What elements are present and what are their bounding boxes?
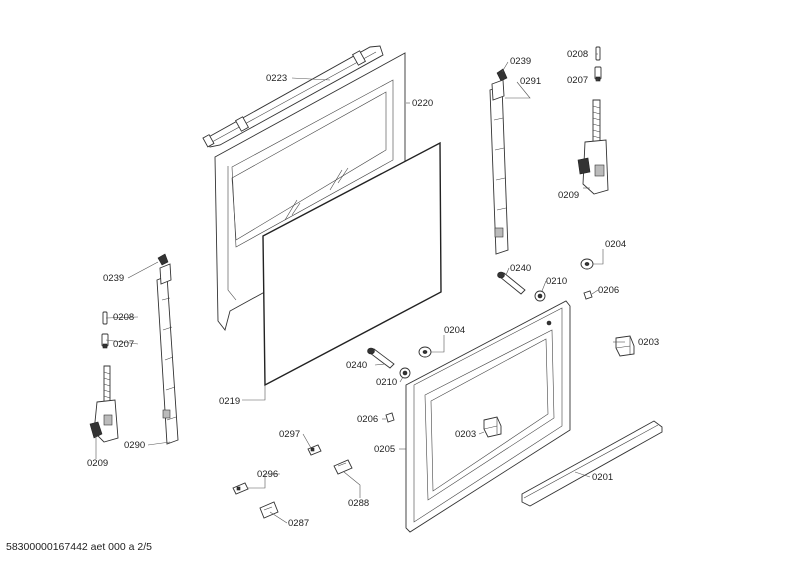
- label-0204-mid: 0204: [444, 325, 465, 336]
- part-0201-bottom-strip[interactable]: [521, 420, 663, 507]
- label-0208-right: 0208: [567, 49, 588, 60]
- part-0296-clip[interactable]: [232, 482, 249, 495]
- part-0206-screw-right[interactable]: [583, 290, 593, 300]
- part-0239-clip-left[interactable]: [157, 253, 169, 266]
- label-0203-mid: 0203: [455, 429, 476, 440]
- part-0291-hinge-rail-right[interactable]: [489, 79, 509, 255]
- label-0297: 0297: [279, 429, 300, 440]
- part-0210-nut-right[interactable]: [534, 290, 546, 302]
- label-0205: 0205: [374, 444, 395, 455]
- part-0220-inner-frame[interactable]: [214, 52, 406, 331]
- part-0207-pin-right[interactable]: [594, 66, 602, 82]
- label-0201: 0201: [592, 472, 613, 483]
- label-0240-right: 0240: [510, 263, 531, 274]
- label-0239-left: 0239: [103, 273, 124, 284]
- part-0204-washer-right[interactable]: [580, 258, 594, 270]
- label-0209-right: 0209: [558, 190, 579, 201]
- part-labels: 0223 0220 0219 0239 0208 0207 0209 0290 …: [87, 49, 659, 529]
- label-0287: 0287: [288, 518, 309, 529]
- label-0203-right: 0203: [638, 337, 659, 348]
- part-0240-screw-mid[interactable]: [367, 347, 395, 369]
- label-0210-right: 0210: [546, 276, 567, 287]
- part-0288-bracket[interactable]: [333, 459, 353, 475]
- part-0223-trim-strip[interactable]: [202, 45, 384, 148]
- part-0208-pin-right[interactable]: [595, 46, 601, 61]
- part-0209-spring-hinge-right[interactable]: [577, 99, 609, 195]
- label-0206-mid: 0206: [357, 414, 378, 425]
- label-0220: 0220: [412, 98, 433, 109]
- label-0210-mid: 0210: [376, 377, 397, 388]
- leader-lines: [95, 53, 625, 524]
- label-0209-left: 0209: [87, 458, 108, 469]
- part-0210-nut-mid[interactable]: [399, 367, 411, 379]
- label-0206-right: 0206: [598, 285, 619, 296]
- label-0207-left: 0207: [113, 339, 134, 350]
- part-0239-clip-right[interactable]: [496, 68, 508, 82]
- part-0287-bracket[interactable]: [259, 501, 279, 519]
- label-0239-right: 0239: [510, 56, 531, 67]
- part-0205-outer-door-frame[interactable]: [405, 300, 571, 533]
- label-0207-right: 0207: [567, 75, 588, 86]
- part-0203-block-mid[interactable]: [483, 416, 502, 438]
- label-0290: 0290: [124, 440, 145, 451]
- part-0240-screw-right[interactable]: [497, 271, 526, 295]
- label-0240-mid: 0240: [346, 360, 367, 371]
- label-0291: 0291: [520, 76, 541, 87]
- label-0288: 0288: [348, 498, 369, 509]
- part-0219-glass-panel[interactable]: [262, 141, 442, 387]
- part-0204-washer-mid[interactable]: [418, 346, 432, 358]
- label-0296: 0296: [257, 469, 278, 480]
- part-0206-screw-mid[interactable]: [385, 412, 395, 423]
- document-footer-code: 58300000167442 aet 000 a 2/5: [6, 541, 152, 553]
- part-0203-block-right[interactable]: [615, 335, 635, 357]
- label-0208-left: 0208: [113, 312, 134, 323]
- label-0219: 0219: [219, 396, 240, 407]
- label-0223: 0223: [266, 73, 287, 84]
- part-0207-pin-left[interactable]: [101, 333, 109, 349]
- part-0290-hinge-rail-left[interactable]: [156, 263, 179, 445]
- part-0209-spring-hinge-left[interactable]: [89, 365, 119, 443]
- label-0204-right: 0204: [605, 239, 626, 250]
- part-0297-clip[interactable]: [307, 444, 322, 456]
